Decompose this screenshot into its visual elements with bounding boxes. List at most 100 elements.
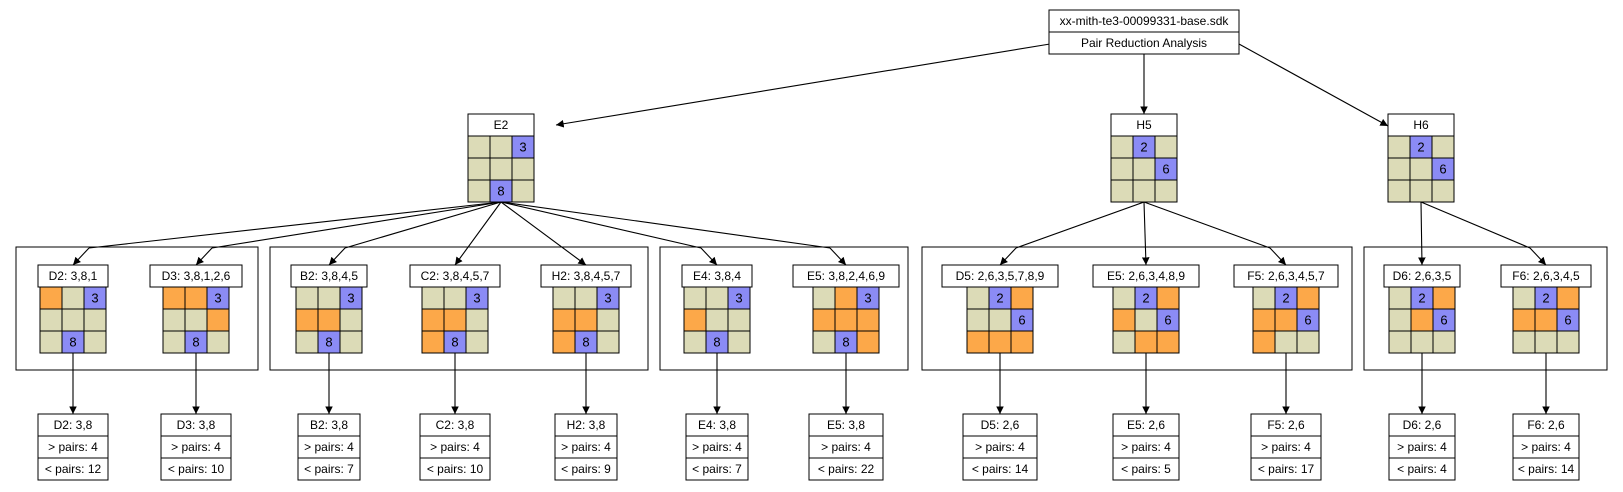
cell-node-d2-cell-empty (83, 308, 107, 332)
cell-node-d2-cell-empty (61, 286, 85, 310)
level1-h5-cell-empty (1132, 179, 1156, 203)
cell-node-h2: H2: 3,8,4,5,738 (540, 264, 632, 354)
cell-node-c2-cell-empty (443, 286, 467, 310)
cell-node-d3-cell-highlighted (184, 286, 208, 310)
cell-node-label: B2: 3,8,4,5 (300, 269, 358, 283)
cell-node-e5a-given-digit: 8 (842, 335, 849, 350)
result-box (419, 413, 491, 481)
cell-node-d2-cell-empty (61, 308, 85, 332)
cell-node-f6-given-digit: 2 (1542, 291, 1549, 306)
cell-node-label: C2: 3,8,4,5,7 (421, 269, 490, 283)
cell-node-d2-cell-highlighted (39, 286, 63, 310)
cell-node-label: D6: 2,6,3,5 (1393, 269, 1452, 283)
cell-node-d2-given-digit: 8 (69, 335, 76, 350)
cluster-box-1 (15, 246, 259, 371)
result-box (1388, 413, 1456, 481)
cell-node-d5-given-digit: 2 (996, 291, 1003, 306)
level1-label: H6 (1413, 118, 1429, 132)
cell-node-e5b-given-digit: 2 (1142, 291, 1149, 306)
result-node-f6: F6: 2,6> pairs: 4< pairs: 14 (1512, 413, 1580, 481)
cell-node-c2-cell-empty (465, 308, 489, 332)
level1-h5-given-digit: 2 (1140, 140, 1147, 155)
cell-node-h2-given-digit: 8 (582, 335, 589, 350)
cell-node-d6-cell-empty (1410, 330, 1434, 354)
result-box (685, 413, 749, 481)
result-less-pairs: < pairs: 14 (1518, 462, 1575, 476)
level1-e2-cell-empty (467, 135, 491, 159)
edge-segment-d3 (211, 201, 502, 249)
level1-h6-cell-empty (1409, 157, 1433, 181)
level1-e2-cell-empty (511, 179, 535, 203)
result-less-pairs: < pairs: 9 (561, 462, 611, 476)
result-label: D2: 3,8 (54, 418, 93, 432)
cell-node-f5-cell-empty (1296, 330, 1320, 354)
result-less-pairs: < pairs: 7 (304, 462, 354, 476)
cell-node-label: D5: 2,6,3,5,7,8,9 (956, 269, 1045, 283)
cell-node-e5b-cell-empty (1134, 308, 1158, 332)
result-less-pairs: < pairs: 5 (1121, 462, 1171, 476)
result-more-pairs: > pairs: 4 (821, 440, 871, 454)
cell-node-f6-cell-empty (1534, 330, 1558, 354)
result-label: H2: 3,8 (567, 418, 606, 432)
result-box (962, 413, 1038, 481)
result-less-pairs: < pairs: 12 (45, 462, 102, 476)
result-more-pairs: > pairs: 4 (48, 440, 98, 454)
cell-node-d5-cell-highlighted (1010, 286, 1034, 310)
cell-node-d6-given-digit: 2 (1418, 291, 1425, 306)
cell-node-d3-given-digit: 3 (214, 291, 221, 306)
cell-node-e5b-given-digit: 6 (1164, 313, 1171, 328)
cell-node-label: H2: 3,8,4,5,7 (552, 269, 621, 283)
cell-node-d3-given-digit: 8 (192, 335, 199, 350)
level1-h5-cell-empty (1132, 157, 1156, 181)
cell-node-f5-given-digit: 2 (1282, 291, 1289, 306)
cell-node-d6: D6: 2,6,3,5 26 (1383, 264, 1461, 354)
edge-e2-e5a (829, 247, 847, 266)
cell-node-b2-cell-highlighted (295, 308, 319, 332)
cell-node-e5b-cell-highlighted (1112, 308, 1136, 332)
cell-node-f5-cell-empty (1274, 330, 1298, 354)
cell-node-e5a-cell-highlighted (856, 308, 880, 332)
result-node-d3: D3: 3,8> pairs: 4< pairs: 10 (160, 413, 232, 481)
result-more-pairs: > pairs: 4 (692, 440, 742, 454)
cell-node-d2: D2: 3,8,138 (37, 264, 109, 354)
cell-node-label: F6: 2,6,3,4,5 (1512, 269, 1580, 283)
result-box (808, 413, 884, 481)
edge-h6-f6 (1529, 247, 1547, 266)
cell-node-e4-cell-empty (727, 308, 751, 332)
cell-node-e4-cell-empty (705, 286, 729, 310)
edge-h5-e5b (1141, 201, 1150, 266)
result-more-pairs: > pairs: 4 (561, 440, 611, 454)
result-box (1112, 413, 1180, 481)
cell-node-e5b-cell-empty (1112, 286, 1136, 310)
cell-node-label: F5: 2,6,3,4,5,7 (1247, 269, 1325, 283)
result-label: F6: 2,6 (1527, 418, 1565, 432)
cell-node-d6-given-digit: 6 (1440, 313, 1447, 328)
edge-segment-f5 (1143, 201, 1271, 249)
result-label: D5: 2,6 (981, 418, 1020, 432)
cell-node-d6-cell-highlighted (1432, 286, 1456, 310)
result-node-d5: D5: 2,6> pairs: 4< pairs: 14 (962, 413, 1038, 481)
cell-node-h2-cell-highlighted (552, 308, 576, 332)
cell-node-d3-cell-empty (206, 330, 230, 354)
result-less-pairs: < pairs: 7 (692, 462, 742, 476)
result-node-e5a: E5: 3,8> pairs: 4< pairs: 22 (808, 413, 884, 481)
clusters-layer (15, 246, 1608, 371)
level1-e2-given-digit: 3 (519, 140, 526, 155)
cluster-box-2 (269, 246, 649, 371)
cell-node-f6-cell-highlighted (1534, 308, 1558, 332)
cell-node-e4-cell-empty (727, 330, 751, 354)
cell-node-h2-cell-empty (596, 308, 620, 332)
cell-node-e5a-cell-highlighted (856, 330, 880, 354)
root-title: xx-mith-te3-00099331-base.sdk (1060, 14, 1230, 28)
edge-h5-f5 (1269, 247, 1287, 266)
result-label: E4: 3,8 (698, 418, 736, 432)
cell-node-d2-cell-empty (39, 330, 63, 354)
cell-node-d6-cell-empty (1388, 330, 1412, 354)
result-node-f5: F5: 2,6> pairs: 4< pairs: 17 (1250, 413, 1322, 481)
cell-node-e5a-given-digit: 3 (864, 291, 871, 306)
